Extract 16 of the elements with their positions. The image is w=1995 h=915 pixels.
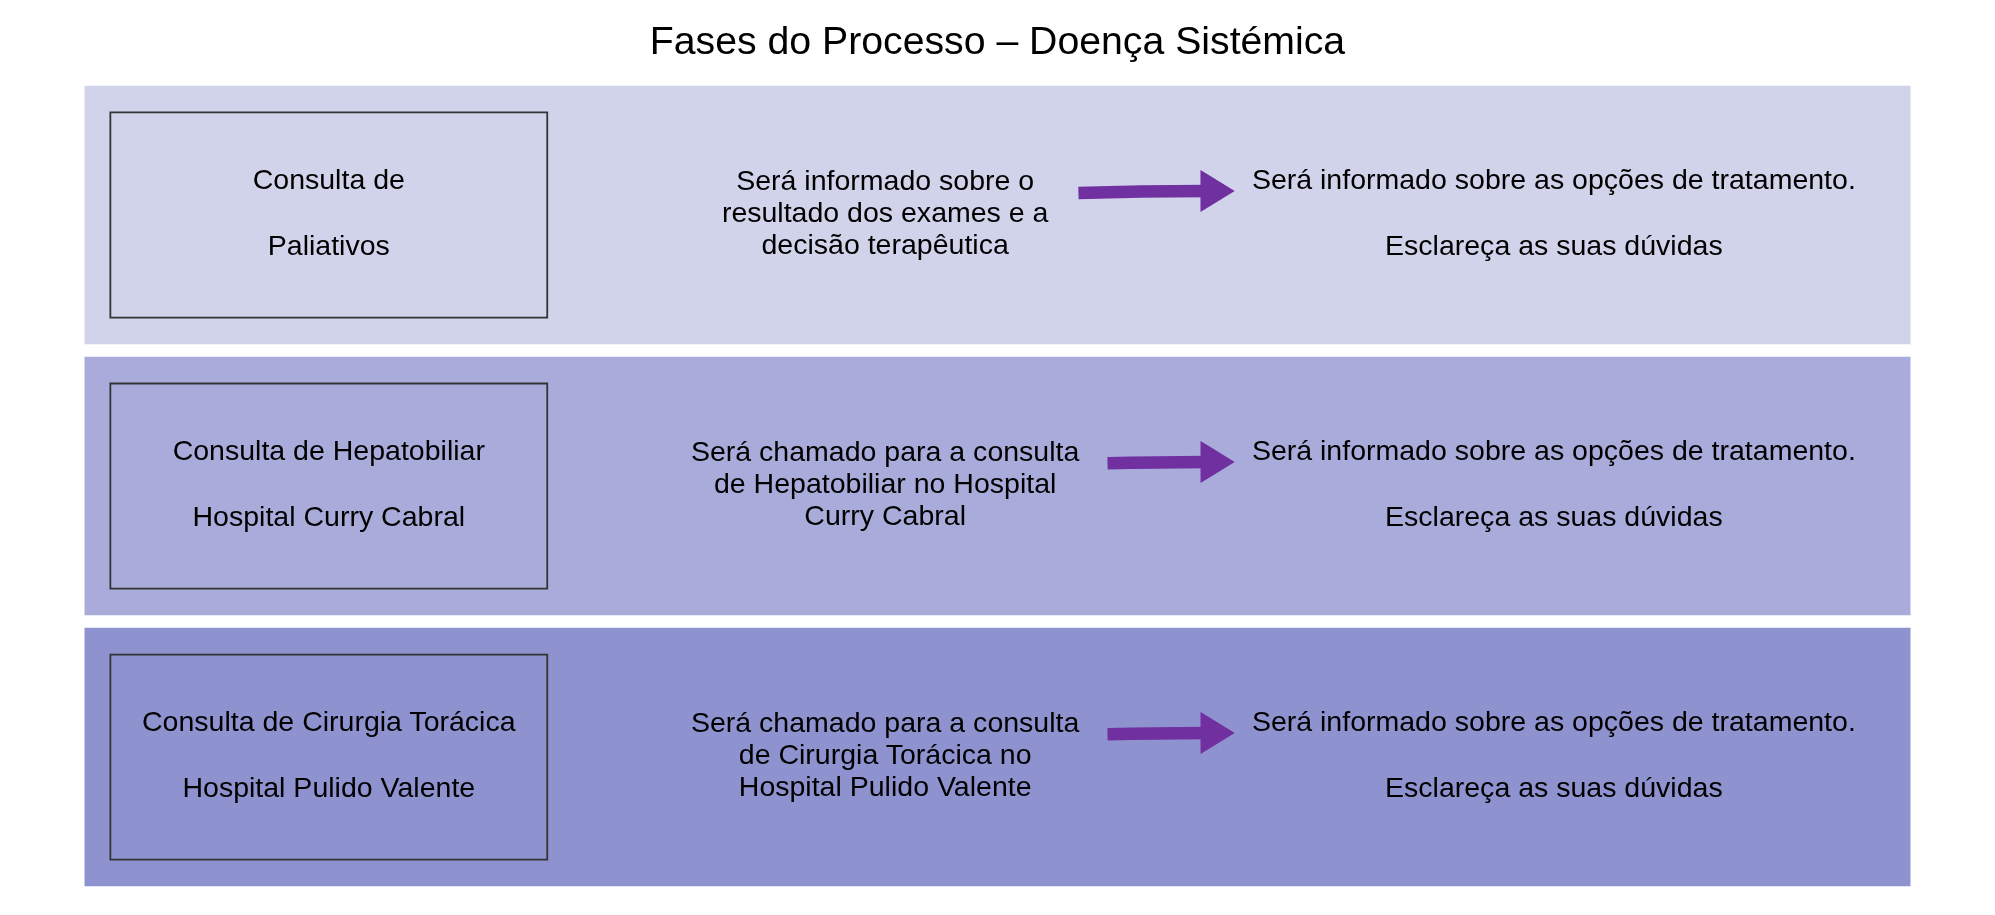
node-text: Será informado sobre as opções de tratamento. Esclareça as suas dúvidas [1251, 162, 1856, 261]
cluster [84, 85, 1911, 345]
node-box: Consulta de Paliativos [109, 111, 549, 319]
node-text: Será chamado para a consulta de Hepatobiliar no Hospital Curry Cabral [690, 434, 1080, 531]
diagram-title: Fases do Processo – Doença Sistémica [649, 17, 1346, 62]
node-box: Consulta de Hepatobiliar Hospital Curry Cabral [109, 382, 549, 590]
node-text: Será informado sobre as opções de tratamento. Esclareça as suas dúvidas [1251, 704, 1856, 803]
arrow [1107, 441, 1235, 483]
node-text: Será chamado para a consulta de Cirurgia Torácica no Hospital Pulido Valente [690, 705, 1080, 802]
cluster [84, 356, 1911, 616]
arrow [1078, 170, 1235, 212]
node-text: Será informado sobre o resultado dos exames e a decisão terapêutica [721, 163, 1049, 260]
cluster [84, 627, 1911, 887]
node-box: Consulta de Cirurgia Torácica Hospital Pulido Valente [109, 653, 549, 861]
arrow [1107, 712, 1235, 754]
node-text: Será informado sobre as opções de tratamento. Esclareça as suas dúvidas [1251, 433, 1856, 532]
